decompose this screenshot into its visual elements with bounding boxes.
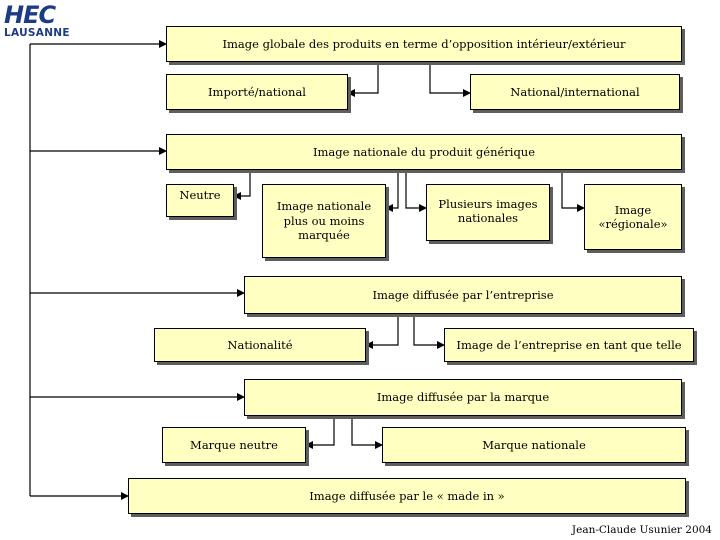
box-image-marque-label: Image diffusée par la marque (376, 390, 550, 405)
box-made-in: Image diffusée par le « made in » (128, 478, 686, 514)
box-produit-generique: Image nationale du produit générique (166, 134, 682, 170)
box-marque-nationale-label: Marque nationale (482, 437, 586, 452)
branch-neutre (233, 170, 251, 200)
box-national-international-label: National/international (510, 84, 640, 99)
box-marque-neutre: Marque neutre (162, 427, 306, 463)
box-image-entreprise-label: Image diffusée par l’entreprise (372, 287, 554, 302)
box-image-globale: Image globale des produits en terme d’op… (166, 26, 682, 62)
logo-lausanne-text: LAUSANNE (4, 27, 70, 39)
author-credit: Jean-Claude Usunier 2004 (571, 524, 712, 536)
box-importe-national-label: Importé/national (208, 84, 306, 99)
branch-plusieurs (405, 170, 427, 212)
branch-national (429, 62, 471, 97)
box-marque-nationale: Marque nationale (382, 427, 686, 463)
box-image-regionale: Image «régionale» (584, 184, 682, 250)
branch-entreprise-telle (413, 314, 445, 349)
box-image-globale-label: Image globale des produits en terme d’op… (222, 36, 626, 51)
branch-regionale (561, 170, 585, 212)
box-plus-ou-moins-marquee: Image nationale plus ou moins marquée (262, 184, 386, 258)
box-made-in-label: Image diffusée par le « made in » (309, 488, 505, 503)
box-plusieurs-images: Plusieurs images nationales (426, 184, 550, 241)
box-entreprise-telle-label: Image de l’entreprise en tant que telle (456, 337, 682, 352)
branch-nationalite (365, 314, 399, 349)
box-neutre-label: Neutre (179, 188, 221, 202)
box-image-regionale-label: Image «régionale» (598, 202, 668, 231)
box-image-entreprise: Image diffusée par l’entreprise (244, 276, 682, 314)
box-importe-national: Importé/national (166, 74, 348, 110)
branch-importe (347, 62, 379, 97)
box-plusieurs-images-label: Plusieurs images nationales (438, 197, 538, 226)
box-produit-generique-label: Image nationale du produit générique (312, 144, 536, 159)
box-plus-ou-moins-marquee-label: Image nationale plus ou moins marquée (276, 199, 372, 243)
box-neutre: Neutre (166, 184, 234, 217)
box-image-marque: Image diffusée par la marque (244, 379, 682, 416)
branch-marque-neutre (305, 416, 335, 449)
box-nationalite-label: Nationalité (227, 337, 293, 352)
box-entreprise-telle: Image de l’entreprise en tant que telle (444, 328, 694, 362)
hec-lausanne-logo: HEC LAUSANNE (4, 3, 70, 39)
branch-plus-ou-moins (385, 170, 399, 212)
box-nationalite: Nationalité (154, 328, 366, 362)
logo-hec-text: HEC (4, 1, 56, 29)
box-marque-neutre-label: Marque neutre (190, 437, 278, 452)
box-national-international: National/international (470, 74, 680, 110)
branch-marque-nationale (351, 416, 383, 449)
